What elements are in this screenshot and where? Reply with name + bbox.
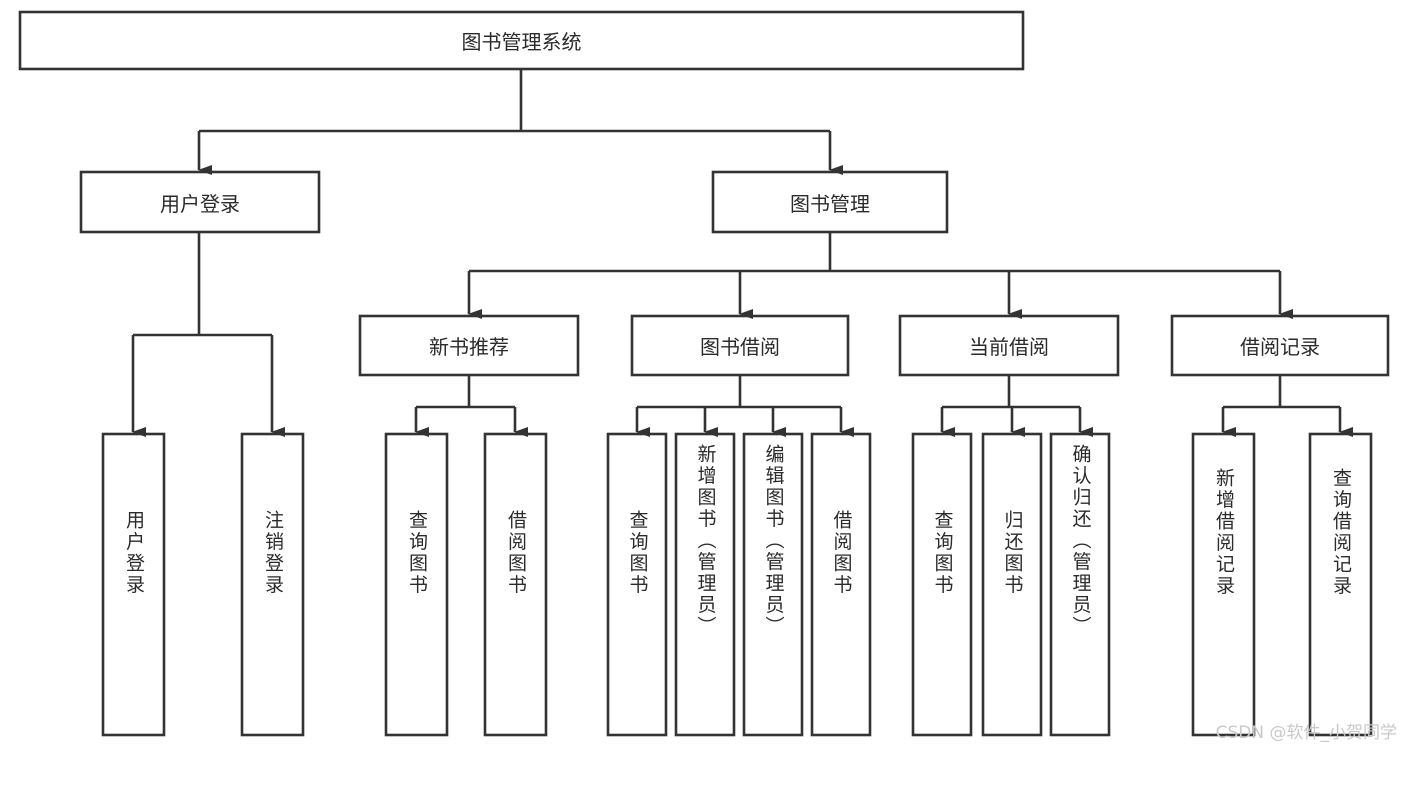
node-box-leaf-add-borrow-record[interactable] (1191, 432, 1256, 737)
node-box-leaf-confirm-return[interactable] (1049, 432, 1111, 737)
node-box-leaf-user-login[interactable] (101, 432, 166, 737)
node-box-leaf-add-book[interactable] (674, 432, 736, 737)
flowchart-svg (18, 10, 1390, 737)
node-box-leaf-query-book-2[interactable] (606, 432, 668, 737)
node-box-leaf-query-borrow-record[interactable] (1308, 432, 1373, 737)
flowchart-canvas: 图书管理系统 用户登录 图书管理 新书推荐 图书借阅 当前借阅 借阅记录 用户登… (18, 10, 1397, 743)
node-box-leaf-return-book[interactable] (981, 432, 1043, 737)
node-box-leaf-query-book-3[interactable] (911, 432, 973, 737)
node-box-user-login[interactable] (79, 170, 321, 234)
node-box-leaf-borrow-book-2[interactable] (810, 432, 872, 737)
node-box-leaf-logout-login[interactable] (240, 432, 305, 737)
node-box-leaf-query-book-1[interactable] (384, 432, 449, 737)
node-box-book-management[interactable] (711, 170, 949, 234)
node-box-current-borrow[interactable] (898, 314, 1120, 377)
node-box-book-borrow[interactable] (630, 314, 850, 377)
node-box-leaf-edit-book[interactable] (742, 432, 804, 737)
node-box-borrow-record[interactable] (1170, 314, 1390, 377)
node-box-leaf-borrow-book-1[interactable] (483, 432, 548, 737)
node-box-title[interactable] (18, 10, 1025, 71)
node-box-new-book-recommend[interactable] (358, 314, 580, 377)
